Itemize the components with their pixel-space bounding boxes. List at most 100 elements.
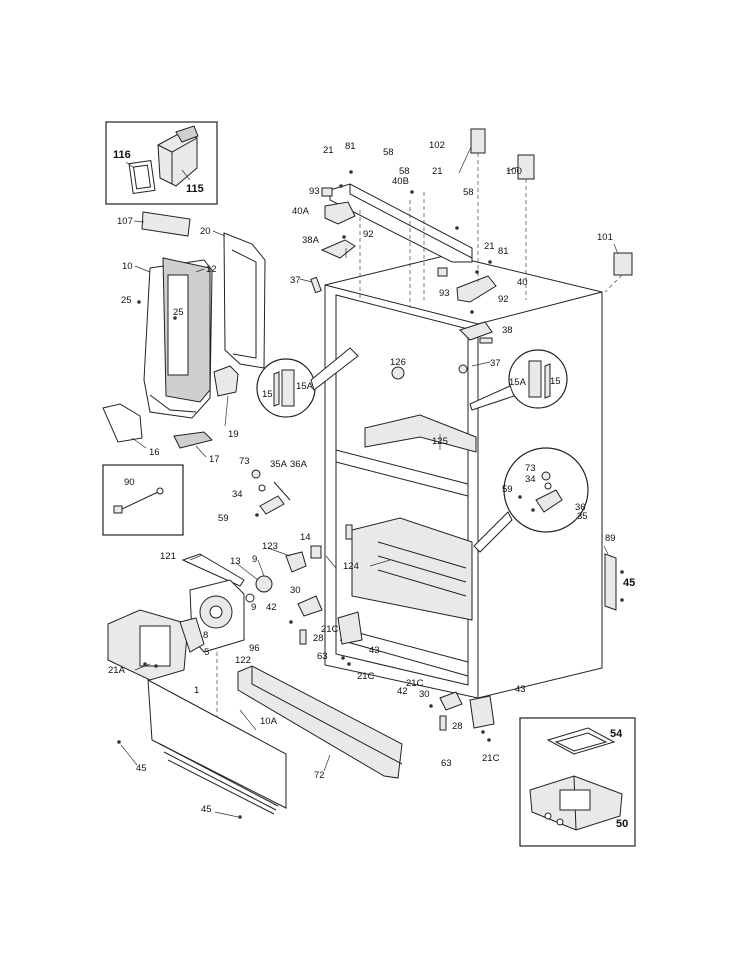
- callout-43: 43: [515, 684, 526, 695]
- callout-45: 45: [201, 804, 212, 815]
- bottom-hinge-left: [289, 545, 363, 666]
- callout-15A: 15A: [509, 377, 527, 388]
- callout-30: 30: [419, 689, 430, 700]
- part-38: [459, 321, 493, 341]
- part-17: [173, 431, 213, 449]
- callout-121: 121: [160, 551, 176, 562]
- callout-92: 92: [363, 229, 374, 240]
- callout-100: 100: [506, 166, 522, 177]
- side-bracket: [604, 553, 624, 611]
- part-10A: [147, 679, 287, 809]
- part-89: [604, 553, 617, 611]
- callout-20: 20: [200, 226, 211, 237]
- callout-101: 101: [597, 232, 613, 243]
- callout-92: 92: [498, 294, 509, 305]
- top-hinge-assembly: [310, 128, 633, 344]
- callout-116: 116: [113, 149, 131, 161]
- callout-96: 96: [249, 643, 260, 654]
- callout-42: 42: [397, 686, 408, 697]
- callout-5: 5: [204, 647, 209, 658]
- callout-73: 73: [239, 456, 250, 467]
- part-40: [456, 275, 497, 303]
- callout-37: 37: [490, 358, 501, 369]
- callout-9: 9: [252, 554, 257, 565]
- part-121: [181, 553, 245, 587]
- callout-9: 9: [251, 602, 256, 613]
- callout-15: 15: [262, 389, 273, 400]
- callout-21C: 21C: [482, 753, 500, 764]
- callout-102: 102: [429, 140, 445, 151]
- callout-58: 58: [383, 147, 394, 158]
- callout-115: 115: [186, 183, 204, 195]
- magnifier-circle-left: [256, 347, 359, 418]
- callout-89: 89: [605, 533, 616, 544]
- inset-wire-harness-box: [102, 464, 184, 536]
- callout-125: 125: [432, 436, 448, 447]
- callout-58: 58: [399, 166, 410, 177]
- evaporator-fan-assembly: [107, 551, 307, 744]
- callout-21A: 21A: [108, 665, 126, 676]
- part-20: [223, 232, 266, 369]
- bottom-hinge-right: [429, 691, 495, 742]
- callout-58: 58: [463, 187, 474, 198]
- callout-30: 30: [290, 585, 301, 596]
- callout-10: 10: [122, 261, 133, 272]
- callout-38: 38: [502, 325, 513, 336]
- callout-25: 25: [173, 307, 184, 318]
- part-13: [255, 575, 273, 593]
- callout-124: 124: [343, 561, 359, 572]
- callout-45: 45: [136, 763, 147, 774]
- callout-8: 8: [203, 630, 208, 641]
- callout-73: 73: [525, 463, 536, 474]
- callout-63: 63: [441, 758, 452, 769]
- magnifier-circle-right: [469, 349, 568, 411]
- part-101: [613, 252, 633, 276]
- part-93b: [437, 267, 448, 277]
- callout-21C: 21C: [406, 678, 424, 689]
- magnifier-circle-hinge: [473, 447, 589, 553]
- part-40A: [324, 201, 356, 225]
- callout-labels: 116 115 107 20 10 12 25 25 19 16 17 90 7…: [108, 140, 635, 830]
- part-19: [213, 365, 239, 397]
- part-16: [102, 403, 143, 443]
- callout-17: 17: [209, 454, 220, 465]
- callout-122: 122: [235, 655, 251, 666]
- callout-45: 45: [623, 577, 635, 589]
- callout-13: 13: [230, 556, 241, 567]
- callout-40A: 40A: [292, 206, 310, 217]
- part-37b: [479, 337, 493, 344]
- callout-107: 107: [117, 216, 133, 227]
- callout-93: 93: [309, 186, 320, 197]
- center-hinge-parts: [251, 469, 291, 517]
- callout-25: 25: [121, 295, 132, 306]
- callout-1: 1: [194, 685, 199, 696]
- part-5: [179, 617, 205, 653]
- callout-35A: 35A: [270, 459, 288, 470]
- part-102: [470, 128, 486, 154]
- part-126: [391, 366, 405, 380]
- callout-28: 28: [313, 633, 324, 644]
- callout-21: 21: [323, 145, 334, 156]
- part-14: [310, 545, 322, 559]
- part-123: [285, 551, 307, 573]
- callout-14: 14: [300, 532, 311, 543]
- callout-10A: 10A: [260, 716, 278, 727]
- callout-50: 50: [616, 818, 628, 830]
- callout-38A: 38A: [302, 235, 320, 246]
- shelf-125: [364, 414, 477, 453]
- callout-63: 63: [317, 651, 328, 662]
- part-107: [141, 211, 191, 237]
- callout-15A: 15A: [296, 381, 314, 392]
- air-duct-assembly: [102, 211, 266, 449]
- callout-90: 90: [124, 477, 135, 488]
- callout-21C: 21C: [321, 624, 339, 635]
- callout-59: 59: [502, 484, 513, 495]
- callout-16: 16: [149, 447, 160, 458]
- callout-36A: 36A: [290, 459, 308, 470]
- lower-panels: [117, 665, 403, 819]
- callout-34: 34: [232, 489, 243, 500]
- callout-81: 81: [345, 141, 356, 152]
- leader-lines: [120, 146, 619, 818]
- callout-126: 126: [390, 357, 406, 368]
- callout-19: 19: [228, 429, 239, 440]
